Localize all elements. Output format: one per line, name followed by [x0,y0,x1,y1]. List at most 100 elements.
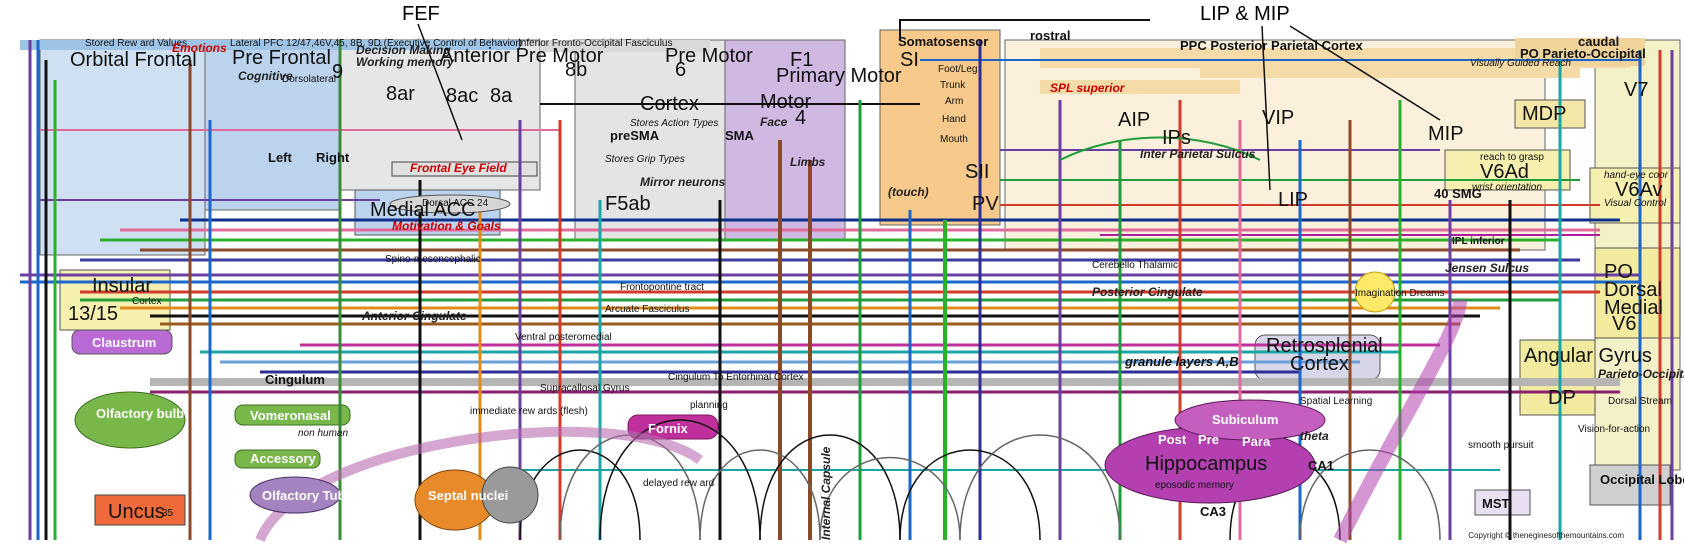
dorsolateral-label: Dorsolateral [282,74,336,85]
supracallosal-gyrus-label: Supracallosal Gyrus [540,383,629,394]
insular-num-label: 13/15 [68,303,118,325]
po-label: PO Parieto-Occipital [1520,46,1646,61]
accessory-box [234,449,321,469]
insular-cortex-label: Cortex [132,296,161,307]
uncus-label: Uncus [108,501,165,523]
fornix-label: Fornix [648,421,688,436]
imagination-bulb [1354,271,1396,313]
stored-reward-label: Stored Rew ard Values [85,38,187,49]
decision-making-label: Decision Making [356,43,451,57]
motor-area-4: 4 [795,107,806,129]
occipital-lobe-box [1589,464,1671,506]
mst-box [1474,489,1531,516]
premotor-cortex-label: Cortex [640,93,699,115]
f1-label: F1 [790,49,813,71]
lateral-pfc-label: Lateral PFC 12/47,46V,45, 8B, 9D (Execut… [230,38,522,49]
orbital-frontal-label: Orbital Frontal [70,49,197,71]
trunk-label: Trunk [940,80,966,91]
inter-parietal-sulcus-label: Inter Parietal Sulcus [1140,147,1256,161]
rostral-label: rostral [1030,28,1070,43]
non-human-label: non human [298,428,348,439]
cognitive-label: Cognitive [238,69,293,83]
olfactory-bulb-blob [74,391,186,449]
motor-big-label: Motor [760,91,811,113]
accessory-label: Accessory [250,451,317,466]
forty-smg-label: 40 SMG [1434,186,1482,201]
fornix-box [627,414,719,440]
spatial-learning-label: Spatial Learning [1300,396,1372,407]
olfactory-tubercle-label: Olfactory Tubercle [262,488,376,503]
stores-grip-types-label: Stores Grip Types [605,154,685,165]
hand-label: Hand [942,114,966,125]
angular-gyrus-box [1519,339,1596,416]
si-label: SI [900,49,919,71]
posterior-cingulate-label: Posterior Cingulate [1092,285,1203,299]
8a-label: 8a [490,85,513,107]
angular-gyrus-label: Angular Gyrus [1524,345,1652,367]
vip-label: VIP [1262,107,1294,129]
imagination-label: Imagination Dreams [1355,288,1444,299]
internal-capsule-label: Internal Capsule [819,446,833,540]
septal-nuclei-label: Septal nuclei [428,488,508,503]
jensen-sulcus-label: Jensen Sulcus [1445,261,1529,275]
right-label: Right [316,150,350,165]
aip-label: AIP [1118,109,1150,131]
granule-layers-label: granule layers A,B [1124,354,1239,369]
pre-motor-label: Pre Motor [665,45,753,67]
visual-control-label: Visual Control [1604,198,1667,209]
primary-motor-region [724,39,846,241]
pre-frontal-number: 9 [332,61,343,83]
foot-leg-label: Foot/Leg [938,64,977,75]
primary-motor-label: Primary Motor [776,65,902,87]
smooth-pursuit-label: smooth pursuit [1468,440,1534,451]
v7-label: V7 [1624,79,1648,101]
arm-label: Arm [945,96,963,107]
cerebello-thalamic-label: Cerebello Thalamic [1092,260,1178,271]
medial-acc-label: Medial ACC [370,199,476,221]
sma-label: SMA [725,128,755,143]
vision-for-action-label: Vision-for-action [1578,424,1650,435]
labels: FEF LIP & MIP Stored Rew ard Values Late… [68,3,1684,540]
po-v6-label: V6 [1612,313,1636,335]
dorsal-acc-label: Dorsal ACC 24 [422,198,489,209]
frontal-eye-field-label: Frontal Eye Field [410,161,507,175]
insular-label: Insular [92,275,152,297]
ca1-label: CA1 [1308,458,1334,473]
parieto-occipital-fissure-label: Parieto-Occipital Fissure [1598,367,1684,381]
episodic-memory-label: eposodic memory [1155,480,1234,491]
mip-label: MIP [1428,123,1464,145]
dorsal-stream-label: Dorsal Stream [1608,396,1672,407]
po-dorsal-medial-sub2: Medial [1604,297,1663,319]
mouth-label: Mouth [940,134,968,145]
8ac-label: 8ac [446,85,478,107]
working-memory-label: Working memory [356,55,455,69]
post-label: Post [1158,432,1187,447]
spl-superior-label: SPL superior [1050,81,1126,95]
ipl-inferior-label: IPL inferior [1452,236,1505,247]
caudal-label: caudal [1578,34,1619,49]
dorsal-acc-capsule [389,194,511,214]
mst-label: MST [1482,496,1510,511]
presma-label: preSMA [610,128,660,143]
header-bars [20,38,1645,94]
ca3-label: CA3 [1200,504,1226,519]
emotions-label: Emotions [172,41,227,55]
f5ab-label: F5ab [605,193,651,215]
pre-frontal-label: Pre Frontal [232,47,331,69]
pre-frontal-region [204,39,341,211]
po-dorsal-medial-box [1594,247,1681,339]
motivation-goals-label: Motivation & Goals [392,219,501,233]
subiculum-label: Subiculum [1212,412,1278,427]
subiculum-blob [1174,399,1326,441]
v6ad-label: V6Ad [1480,161,1529,183]
sii-label: SII [965,161,989,183]
mirror-neurons-label: Mirror neurons [640,175,726,189]
organic-shapes [74,194,1396,531]
uncus-num-label: 35 [162,508,174,519]
hippocampus-label: Hippocampus [1145,453,1267,475]
po-dorsal-medial-sub: Dorsal [1604,279,1662,301]
planning-label: planning [690,400,728,411]
pre-label: Pre [1198,432,1219,447]
immediate-rewards-label: immediate rew ards (flesh) [470,406,588,417]
8ar-label: 8ar [386,83,415,105]
